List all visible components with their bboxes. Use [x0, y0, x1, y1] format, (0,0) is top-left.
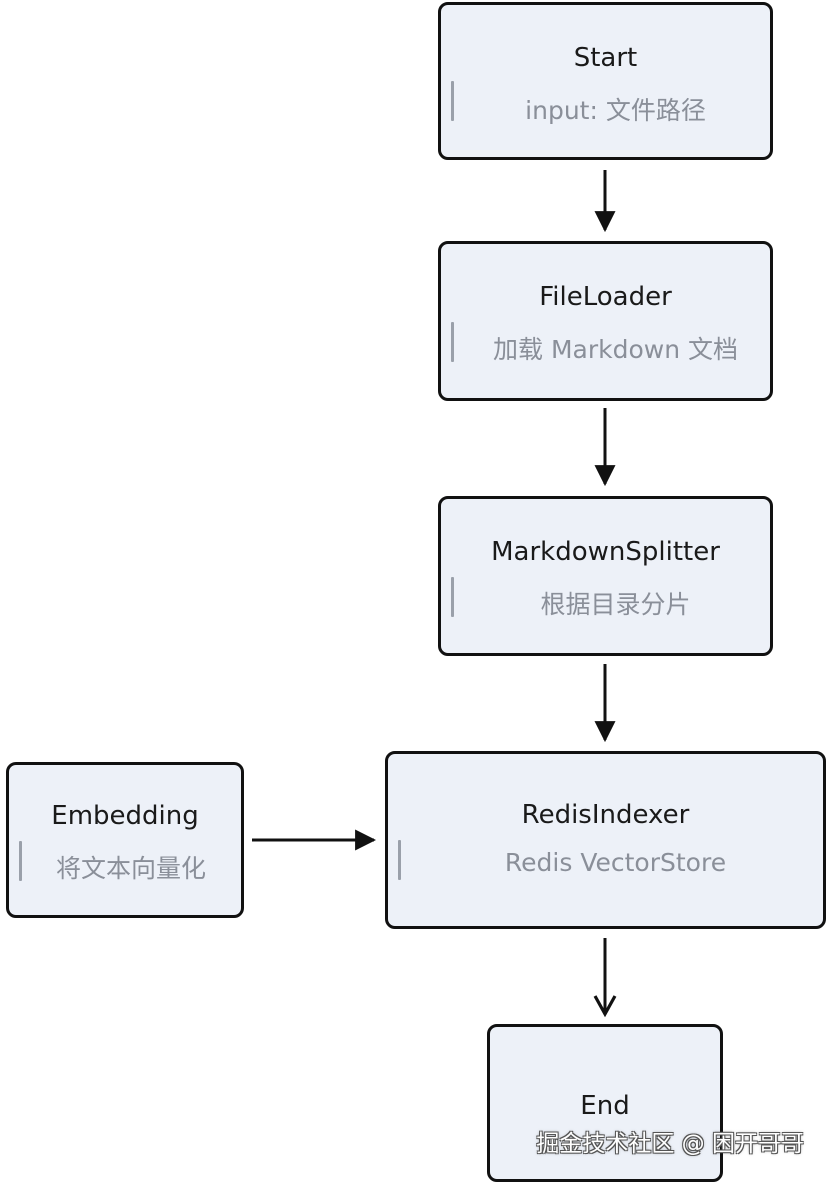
node-end: End — [487, 1024, 723, 1182]
node-title: MarkdownSplitter — [491, 537, 720, 567]
node-accent-bar — [398, 840, 401, 880]
node-title: Embedding — [51, 801, 199, 831]
node-description: 根据目录分片 — [540, 590, 691, 619]
node-accent-bar — [451, 322, 454, 362]
node-fileloader: FileLoader 加载 Markdown 文档 — [438, 241, 773, 401]
node-title: Start — [573, 43, 638, 73]
node-embedding: Embedding 将文本向量化 — [6, 762, 244, 918]
watermark: 掘金技术社区 @ 困开哥哥 — [536, 1131, 804, 1157]
node-accent-bar — [451, 577, 454, 617]
node-description: Redis VectorStore — [504, 848, 727, 877]
node-title: End — [580, 1091, 630, 1121]
node-description: input: 文件路径 — [525, 96, 706, 125]
node-accent-bar — [451, 81, 454, 121]
node-start: Start input: 文件路径 — [438, 2, 773, 160]
node-markdown-splitter: MarkdownSplitter 根据目录分片 — [438, 496, 773, 656]
node-description: 将文本向量化 — [55, 854, 206, 883]
node-redis-indexer: RedisIndexer Redis VectorStore — [385, 751, 826, 929]
node-description: 加载 Markdown 文档 — [493, 335, 738, 364]
node-title: FileLoader — [539, 282, 672, 312]
node-title: RedisIndexer — [521, 800, 690, 830]
node-accent-bar — [19, 841, 22, 881]
